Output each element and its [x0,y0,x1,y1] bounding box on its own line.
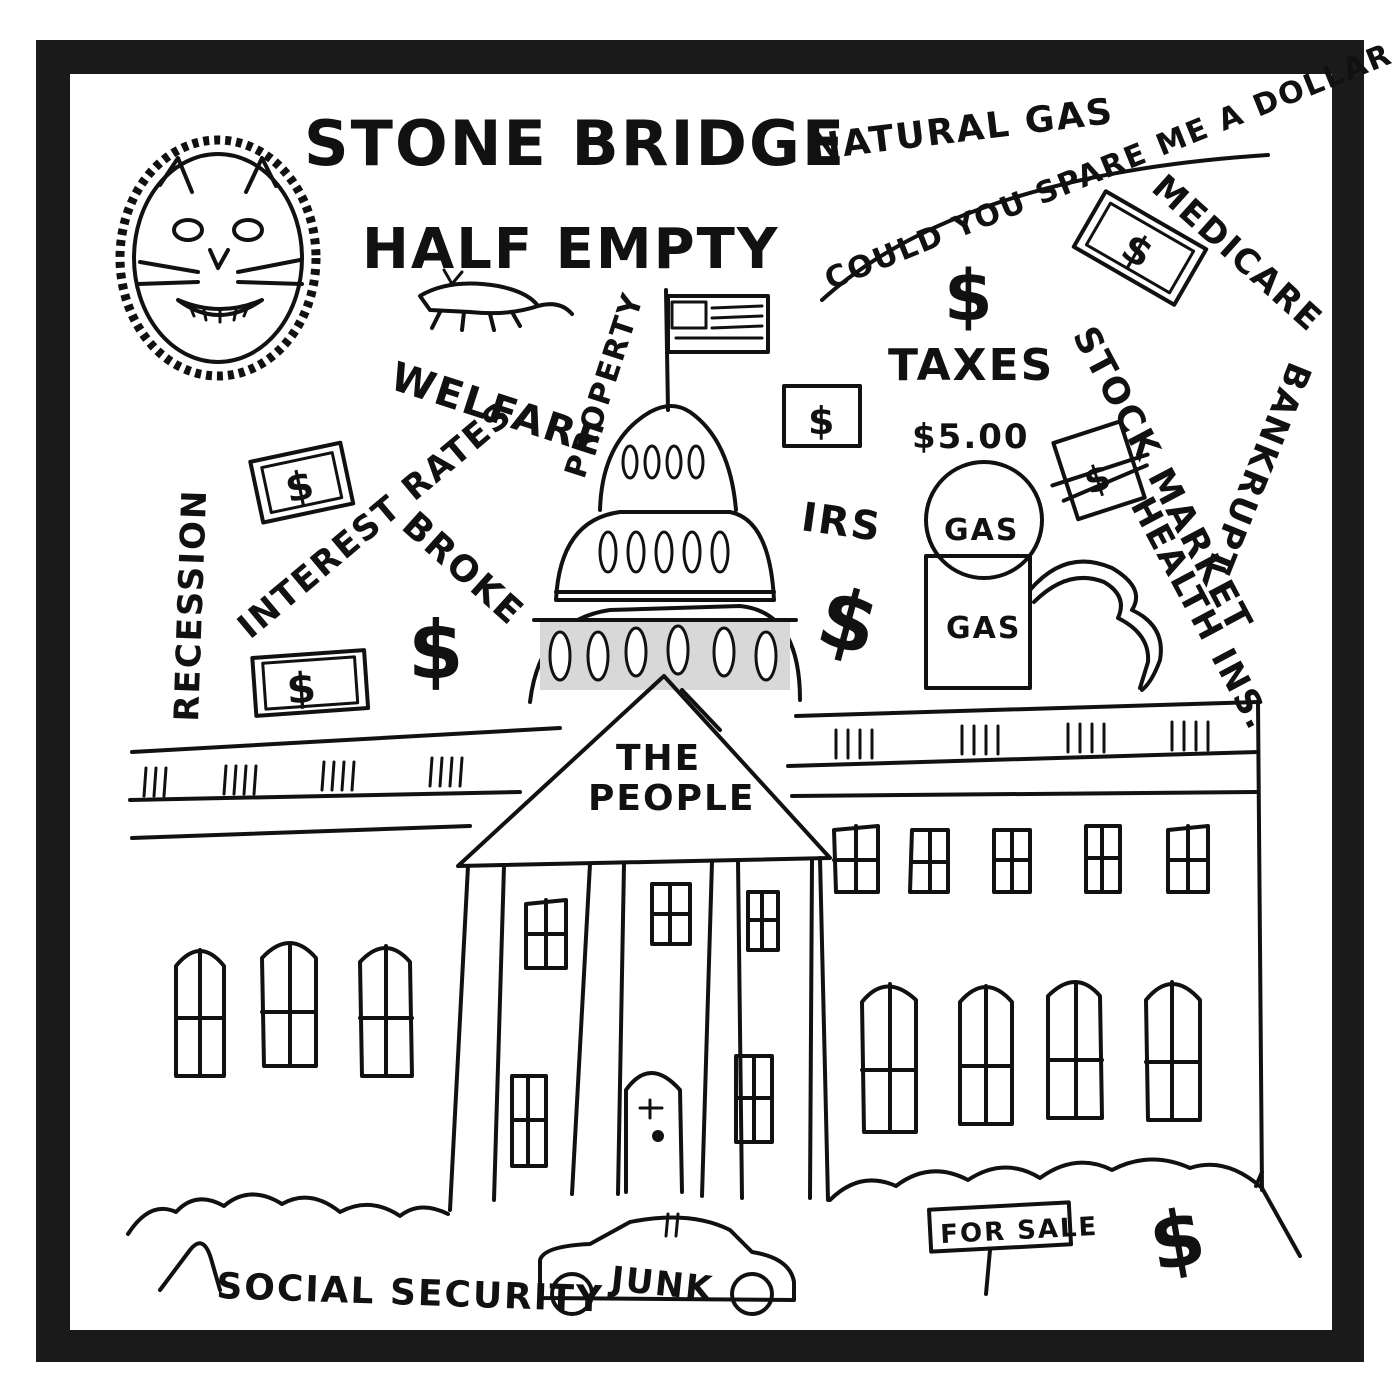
subtitle-text: HALF EMPTY [362,217,779,282]
price-text: $5.00 [912,417,1030,457]
gas-pump-icon [924,460,1163,692]
windows-portico [510,882,780,1194]
flag-icon [664,288,770,412]
svg-text:$: $ [285,663,320,714]
taxes-text: TAXES [888,340,1054,391]
car-icon [538,1212,796,1316]
the-text: THE [616,738,701,779]
gas-bottom-text: GAS [946,611,1021,646]
windows-right-upper [832,824,1210,894]
gas-top-text: GAS [944,513,1019,548]
irs-text: IRS [799,494,885,551]
rat-icon [418,268,574,332]
people-text: PEOPLE [588,778,756,819]
windows-left-wing [174,941,414,1078]
for-sale-sign-icon [926,1200,1074,1296]
windows-right-lower [860,980,1202,1134]
capitol-building [128,404,1264,1212]
dollar-bill-icon: $ [250,648,371,718]
dollar-sign-icon: $ [944,255,995,337]
dollar-sign-icon: $ [408,604,466,697]
cat-face-icon [115,135,321,381]
recession-text: RECESSION [167,488,215,722]
title-text: STONE BRIDGE [304,107,846,180]
dollar-bill-icon: $ [782,384,862,448]
svg-text:$: $ [808,399,836,443]
bushes [126,1157,1264,1236]
